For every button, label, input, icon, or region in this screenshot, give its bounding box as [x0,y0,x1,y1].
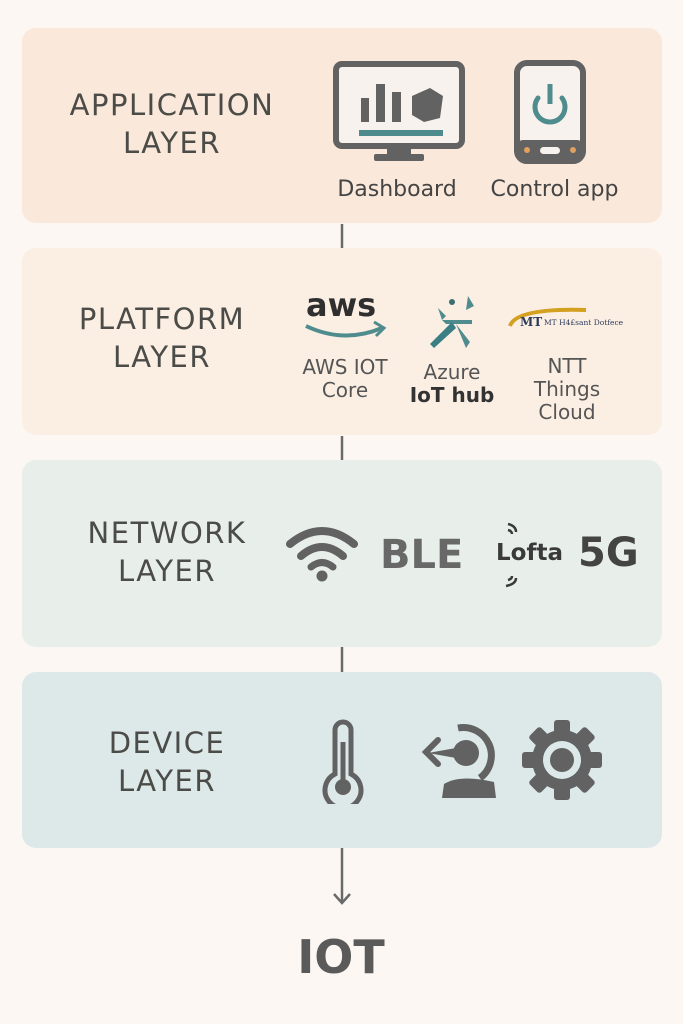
gear-icon [520,718,604,802]
title-line: APPLICATION [69,88,275,122]
label-line: IoT hub [409,383,495,407]
device-layer-title: DEVICE LAYER [82,724,252,800]
lora-signal-icon [494,522,524,588]
platform-layer-panel: PLATFORM LAYER aws AWS IOT Core Azure Io… [22,248,662,435]
control-app-label: Control app [490,177,619,202]
aws-logo: aws [304,288,388,348]
thermometer-icon [320,718,366,804]
azure-logo [422,294,482,354]
phone-power-icon [514,60,586,164]
network-layer-title: NETWORK LAYER [72,514,262,590]
title-line: LAYER [117,764,217,798]
lofta-label: Lofta [496,540,563,566]
5g-label: 5G [578,530,639,576]
title-line: PLATFORM [78,302,246,336]
svg-text:MT: MT [520,315,542,329]
title-line: LAYER [117,554,217,588]
iot-footer-label: IOT [297,930,385,984]
azure-iot-hub-label: Azure IoT hub [402,361,502,407]
svg-text:MT H4£sant Dotfece: MT H4£sant Dotfece [544,318,624,327]
dashboard-label: Dashboard [337,177,457,202]
title-line: DEVICE [108,726,226,760]
network-layer-panel: NETWORK LAYER BLE Lofta 5G [22,460,662,647]
label-line: Azure [423,360,481,384]
svg-text:aws: aws [306,288,376,324]
wifi-icon [286,526,358,582]
arrow-down-icon [332,848,352,906]
label-line: Cloud [538,400,596,424]
title-line: NETWORK [87,516,247,550]
label-line: NTT [547,354,587,378]
ntt-logo: MT MT H4£sant Dotfece [506,304,636,334]
label-line: Core [321,378,369,402]
device-layer-panel: DEVICE LAYER [22,672,662,848]
ntt-things-cloud-label: NTT Things Cloud [522,355,612,424]
title-line: LAYER [112,340,212,374]
platform-layer-title: PLATFORM LAYER [52,300,272,376]
title-line: LAYER [122,126,222,160]
label-line: AWS IOT [302,355,388,379]
ble-label: BLE [380,532,464,578]
application-layer-panel: APPLICATION LAYER Dashboard Control app [22,28,662,223]
application-layer-title: APPLICATION LAYER [52,86,292,162]
actuator-icon [420,718,506,800]
label-line: Things [533,377,601,401]
monitor-chart-icon [332,60,466,165]
aws-iot-core-label: AWS IOT Core [290,356,400,402]
